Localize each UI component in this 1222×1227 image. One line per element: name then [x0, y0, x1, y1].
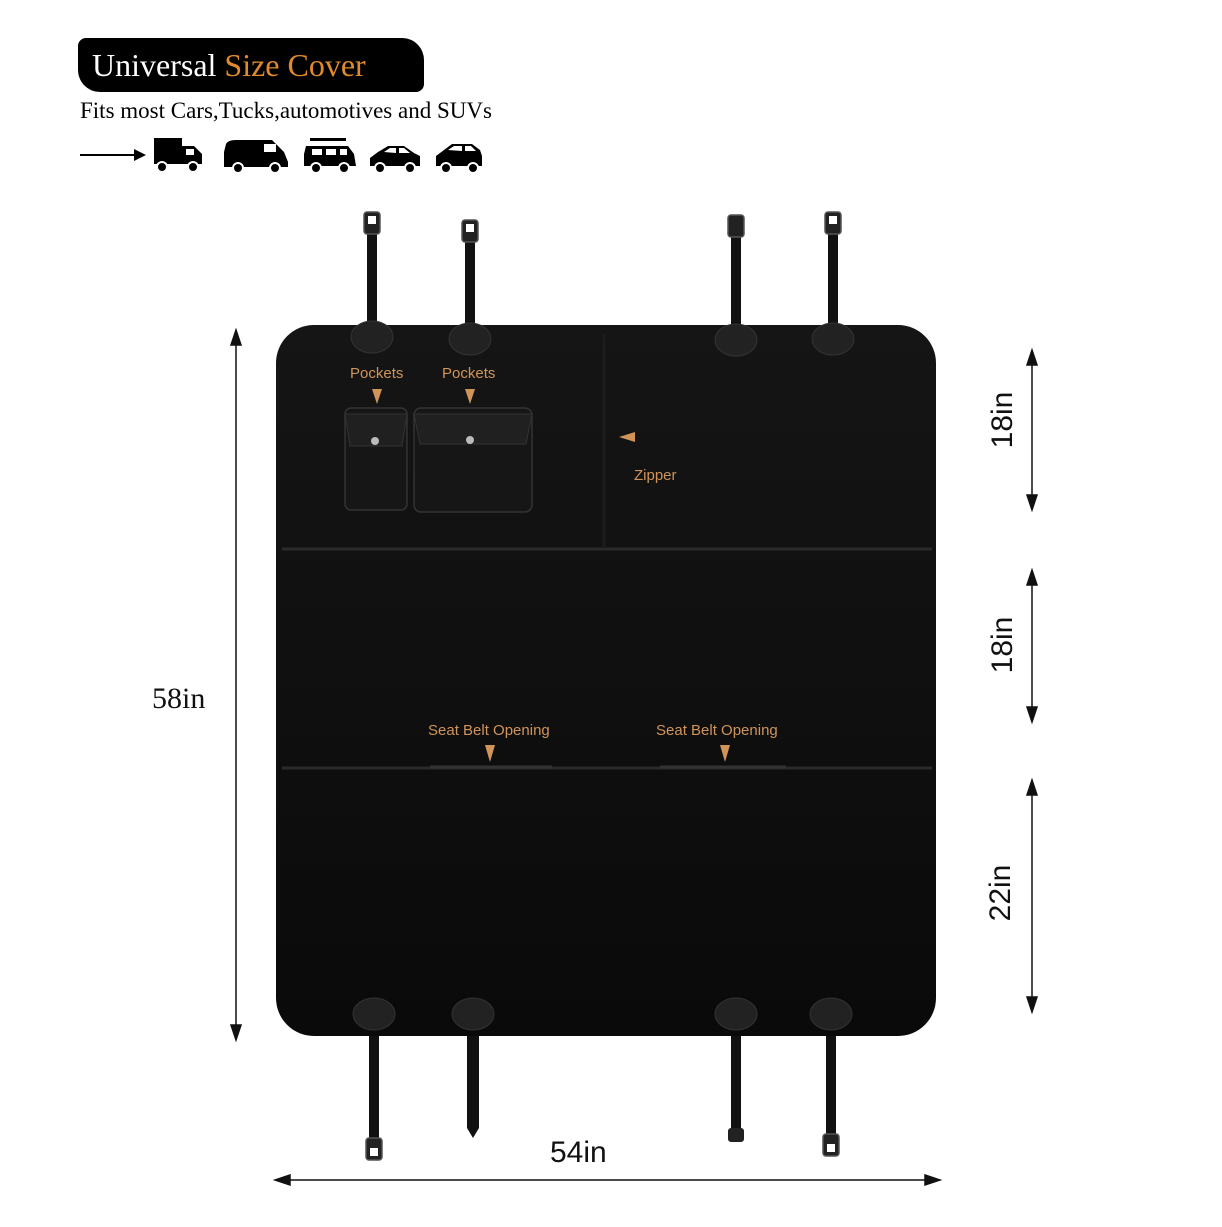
height-dimension-label: 58in: [152, 682, 206, 715]
truck-icon: [154, 138, 202, 173]
top-strap: [727, 214, 745, 332]
subtitle: Fits most Cars,Tucks,automotives and SUV…: [80, 98, 492, 123]
section-middle-dimension-label: 18in: [986, 616, 1019, 674]
bottom-strap: [822, 1020, 840, 1157]
pockets-label-right: Pockets: [442, 365, 496, 382]
pocket-small: [344, 407, 408, 511]
dimension-arrow-section-middle: [1025, 567, 1039, 725]
arrow-icon: [80, 149, 146, 161]
dimension-arrow-section-bottom: [1025, 777, 1039, 1015]
callout-arrow: [372, 389, 730, 762]
bottom-strap: [365, 1020, 383, 1161]
banner-title: Universal Size Cover: [92, 47, 366, 84]
banner-title-part1: Universal: [92, 47, 217, 83]
pocket-large: [413, 407, 533, 513]
vehicle-icons-row: [78, 132, 498, 182]
top-strap: [824, 211, 842, 332]
section-bottom-dimension-label: 22in: [984, 864, 1017, 922]
banner-title-part2: Size Cover: [224, 47, 366, 83]
dimension-arrow-width: [272, 1173, 943, 1187]
seat-belt-label-right: Seat Belt Opening: [656, 722, 778, 739]
dimension-arrow-section-top: [1025, 347, 1039, 513]
seat-belt-label-left: Seat Belt Opening: [428, 722, 550, 739]
pockets-label-left: Pockets: [350, 365, 404, 382]
bottom-strap: [467, 1020, 479, 1138]
dimension-arrow-height: [229, 327, 243, 1043]
sedan-icon: [370, 146, 420, 174]
title-banner: Universal Size Cover: [78, 38, 424, 92]
bottom-strap: [728, 1020, 744, 1142]
hatchback-icon: [436, 144, 482, 174]
top-strap: [363, 211, 381, 332]
section-top-dimension-label: 18in: [986, 391, 1019, 449]
top-strap: [461, 219, 479, 332]
width-dimension-label: 54in: [550, 1136, 607, 1169]
zipper-label: Zipper: [634, 467, 677, 484]
suv-icon: [304, 138, 356, 174]
van-icon: [224, 140, 288, 174]
strap-anchors: [350, 320, 855, 1031]
